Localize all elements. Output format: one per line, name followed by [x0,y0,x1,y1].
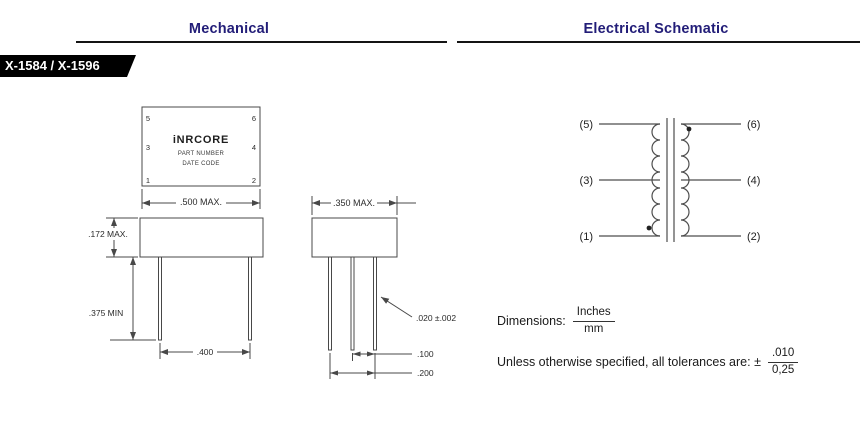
tolerance-inches-value: .010 [767,347,799,363]
top-view-arrowheads [142,200,260,206]
side-view-pin-right [373,256,377,351]
dimensions-note: Dimensions: Inches mm [497,306,615,337]
pin-thickness-dim-label: .020 ±.002 [416,313,456,323]
part-number-placeholder: PART NUMBER [178,151,225,157]
front-view-pin-left [158,256,162,341]
side-view: .350 MAX. .020 ±.002 .100 .200 [311,196,456,379]
pin-number-4: 4 [252,143,256,152]
core-lines [666,118,675,242]
pin-number-1: 1 [146,176,150,185]
schematic-pin-3: (3) [580,175,593,187]
schematic-pin-2: (2) [747,231,760,243]
tolerance-mm-value: 0,25 [771,363,795,376]
polarity-dot-primary [646,225,652,231]
pin-pitch-dim-label: .100 [417,349,434,359]
dimensions-label: Dimensions: [497,314,566,329]
side-view-dimension-lines [311,196,416,379]
part-number-label: X-1584 / X-1596 [5,58,100,73]
front-view-arrowheads [111,218,250,355]
secondary-winding-coil [680,123,690,237]
tolerance-note: Unless otherwise specified, all toleranc… [497,347,799,378]
schematic-pin-1: (1) [580,231,593,243]
pin-number-3: 3 [146,143,150,152]
label-mask [176,196,226,208]
brand-logo-text: iNRCORE [173,134,229,146]
electrical-section-title: Electrical Schematic [583,21,729,37]
side-view-arrowheads [312,200,397,376]
schematic-pin-4: (4) [747,175,760,187]
units-mm: mm [584,322,604,335]
date-code-placeholder: DATE CODE [182,161,219,167]
top-view-outline [141,106,261,187]
side-width-dim-label: .350 MAX. [333,198,375,208]
winding-lead-lines [599,123,741,237]
side-view-body [311,217,398,258]
pin-number-5: 5 [146,114,150,123]
front-height-dim-label: .172 MAX. [88,229,128,239]
mechanical-drawing: .500 MAX. 5 6 3 4 1 2 iNRCORE PART NUMBE… [87,106,456,379]
pin-row-span-dim-label: .200 [417,368,434,378]
front-view-body [139,217,264,258]
header-rule-right [457,41,860,43]
front-view-pin-right [248,256,252,341]
transformer-schematic: (5) (3) (1) (6) (4) (2) [580,118,760,243]
units-inches: Inches [572,306,615,322]
units-fraction: Inches mm [572,306,615,337]
pin-number-6: 6 [252,114,256,123]
side-view-pin-middle [350,256,355,351]
pin-number-2: 2 [252,176,256,185]
pin-length-dim-label: .375 MIN [89,308,124,318]
tolerance-fraction: .010 0,25 [767,347,799,378]
primary-winding-coil [651,123,661,237]
header-rule-left [76,41,447,43]
front-view: .172 MAX. .375 MIN .400 [87,217,264,359]
top-view-width-dim-label: .500 MAX. [180,197,222,207]
label-mask [193,346,217,358]
label-mask [331,197,377,209]
schematic-pin-5: (5) [580,119,593,131]
top-view: .500 MAX. 5 6 3 4 1 2 iNRCORE PART NUMBE… [141,106,261,209]
label-mask [87,228,130,240]
part-number-banner: X-1584 / X-1596 [0,55,136,77]
mechanical-section-title: Mechanical [188,21,270,37]
pin-span-dim-label: .400 [197,347,214,357]
side-view-pin-left [328,256,332,351]
tolerance-label: Unless otherwise specified, all toleranc… [497,355,761,370]
schematic-pin-6: (6) [747,119,760,131]
polarity-dot-secondary [686,126,692,132]
